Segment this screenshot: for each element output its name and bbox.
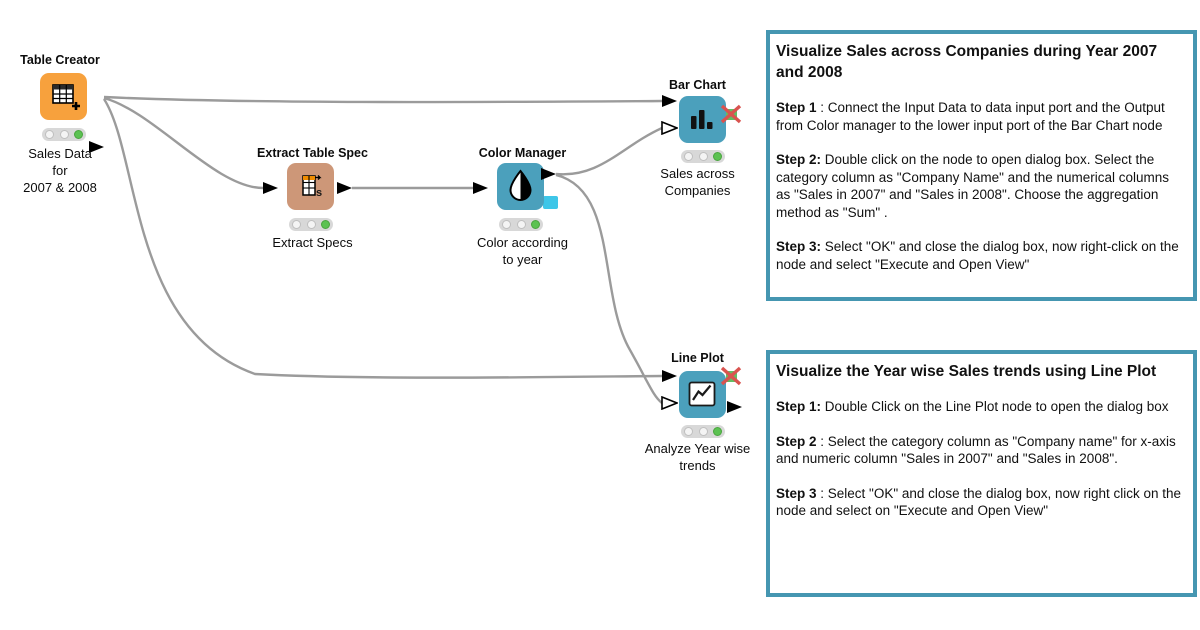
- line-plot-node-icon[interactable]: [679, 371, 726, 418]
- node-table-creator[interactable]: Table Creator Sales Data for 2007 & 2008: [0, 50, 120, 200]
- annotation-step: Step 2: Double click on the node to open…: [776, 152, 1170, 220]
- annotation-title: Visualize Sales across Companies during …: [776, 43, 1158, 81]
- status-yellow-bulb: [698, 427, 708, 436]
- traffic-light-status: [42, 128, 86, 141]
- output-port-icon[interactable]: [726, 400, 743, 414]
- node-label: Sales across Companies: [660, 166, 735, 198]
- node-color-manager[interactable]: Color Manager Color according to year: [440, 144, 605, 279]
- bar-chart-icon: [691, 110, 713, 129]
- status-green-bulb: [531, 220, 540, 229]
- wire-tablecreator-extractspec[interactable]: [103, 96, 264, 190]
- table-spec-icon: s: [302, 175, 322, 199]
- droplet-icon: [509, 169, 532, 201]
- output-port-icon[interactable]: [540, 167, 557, 181]
- annotation-step: Step 3: Select "OK" and close the dialog…: [776, 239, 1179, 272]
- annotation-step: Step 3 : Select "OK" and close the dialo…: [776, 485, 1182, 519]
- node-title: Table Creator: [20, 53, 100, 67]
- traffic-light-status: [681, 150, 725, 163]
- status-red-bulb: [292, 220, 301, 229]
- node-title: Bar Chart: [669, 78, 726, 92]
- status-red-bulb: [684, 152, 693, 161]
- annotation-step: Step 2 : Select the category column as "…: [776, 433, 1176, 467]
- extract-table-spec-icon[interactable]: s: [287, 163, 334, 210]
- output-port-icon[interactable]: [88, 140, 105, 154]
- table-plus-icon: [52, 84, 80, 110]
- node-bar-chart[interactable]: Bar Chart Sales across Co: [625, 76, 770, 201]
- table-creator-icon[interactable]: [40, 73, 87, 120]
- input-port-icon[interactable]: [472, 181, 489, 195]
- input-port-optional-icon[interactable]: [661, 395, 680, 411]
- annotation-step: Step 1: Double Click on the Line Plot no…: [776, 399, 1169, 414]
- input-port-icon[interactable]: [262, 181, 279, 195]
- node-extract-table-spec[interactable]: Extract Table Spec s Extract Specs: [230, 144, 395, 259]
- status-yellow-bulb: [59, 130, 69, 139]
- status-green-bulb: [713, 427, 722, 436]
- traffic-light-status: [499, 218, 543, 231]
- status-red-bulb: [684, 427, 693, 436]
- input-port-icon[interactable]: [661, 369, 678, 383]
- inactive-port-x-icon: [720, 366, 742, 386]
- status-green-bulb: [321, 220, 330, 229]
- svg-text:s: s: [316, 187, 322, 199]
- node-label: Color according to year: [476, 235, 569, 267]
- annotation-line-plot-steps[interactable]: Visualize the Year wise Sales trends usi…: [766, 350, 1197, 597]
- status-red-bulb: [45, 130, 54, 139]
- annotation-step: Step 1 : Connect the Input Data to data …: [776, 100, 1165, 133]
- input-port-icon[interactable]: [661, 94, 678, 108]
- status-yellow-bulb: [516, 220, 526, 229]
- inactive-port-x-icon: [720, 104, 742, 124]
- input-port-optional-icon[interactable]: [661, 120, 680, 136]
- node-title: Line Plot: [671, 351, 724, 365]
- node-label: Sales Data for 2007 & 2008: [23, 146, 97, 195]
- node-line-plot[interactable]: Line Plot Analyze Year: [615, 349, 780, 479]
- annotation-title: Visualize the Year wise Sales trends usi…: [776, 363, 1157, 380]
- wire-tablecreator-barchart[interactable]: [103, 95, 663, 104]
- status-green-bulb: [74, 130, 83, 139]
- color-model-port[interactable]: [543, 196, 558, 209]
- output-port-icon[interactable]: [336, 181, 353, 195]
- node-label: Extract Specs: [272, 235, 353, 250]
- wire-tablecreator-lineplot[interactable]: [102, 98, 663, 379]
- status-red-bulb: [502, 220, 511, 229]
- traffic-light-status: [289, 218, 333, 231]
- wire-colormanager-lineplot[interactable]: [555, 173, 663, 404]
- node-title: Color Manager: [478, 146, 567, 160]
- node-title: Extract Table Spec: [257, 146, 368, 160]
- node-label: Analyze Year wise trends: [644, 441, 751, 473]
- line-chart-icon: [688, 381, 716, 407]
- bar-chart-node-icon[interactable]: [679, 96, 726, 143]
- traffic-light-status: [681, 425, 725, 438]
- annotation-bar-chart-steps[interactable]: Visualize Sales across Companies during …: [766, 30, 1197, 301]
- status-yellow-bulb: [306, 220, 316, 229]
- status-yellow-bulb: [698, 152, 708, 161]
- color-manager-icon[interactable]: [497, 163, 544, 210]
- wire-colormanager-barchart[interactable]: [555, 126, 663, 176]
- status-green-bulb: [713, 152, 722, 161]
